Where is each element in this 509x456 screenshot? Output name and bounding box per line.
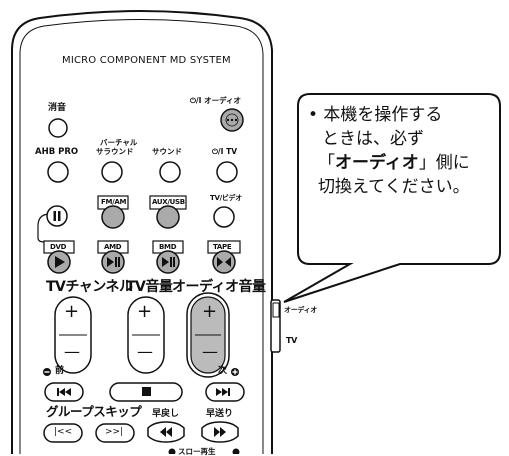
callout-line-3: 「オーディオ」側に — [318, 153, 470, 173]
tv-volume-label: TV音量 — [126, 279, 173, 295]
dvd-label: DVD — [50, 243, 67, 251]
ahb-pro-button — [47, 161, 69, 183]
callout-line-1: • 本機を操作する — [308, 105, 443, 125]
virtual-surround-button — [101, 161, 123, 183]
group-skip-back-button — [43, 423, 83, 443]
next-label: 次 — [218, 366, 228, 376]
group-skip-label: グループスキップ — [46, 404, 142, 419]
tape-label: TAPE — [213, 243, 232, 251]
tv-video-button — [213, 206, 235, 228]
ahb-pro-label: AHB PRO — [35, 147, 79, 157]
remote-body-inner — [19, 19, 264, 454]
aux-usb-label: AUX/USB — [152, 198, 185, 206]
tv-channel-label: TVチャンネル — [46, 279, 133, 295]
audio-volume-plus: + — [202, 301, 218, 322]
switch-tv-label: TV — [286, 336, 298, 345]
group-skip-forward-icon: >>| — [105, 427, 124, 437]
tv-video-label: TV/ビデオ — [210, 194, 242, 202]
amd-label: AMD — [104, 243, 122, 251]
aux-usb-button — [156, 205, 180, 229]
audio-volume-label: オーディオ音量 — [172, 279, 266, 295]
slow-plus-dot — [232, 448, 240, 454]
virtual-surround-label-2: サラウンド — [96, 147, 134, 156]
prev-label: 前 — [55, 366, 65, 376]
bmd-label: BMD — [159, 243, 177, 251]
tv-channel-minus: — — [64, 342, 80, 361]
fm-am-label: FM/AM — [101, 198, 127, 206]
remote-title: MICRO COMPONENT MD SYSTEM — [62, 55, 231, 66]
mute-button — [48, 118, 68, 138]
tv-volume-plus: + — [137, 301, 153, 322]
virtual-surround-label-1: バーチャル — [100, 138, 138, 147]
tv-volume-minus: — — [137, 342, 153, 361]
sound-button — [159, 161, 181, 183]
sound-label: サウンド — [152, 147, 182, 156]
callout-bubble — [283, 93, 501, 303]
power-tv-label: ⏻/I TV — [212, 147, 237, 156]
power-audio-label: ⏻/I オーディオ — [190, 96, 242, 105]
slow-minus-dot — [168, 448, 176, 454]
audio-volume-minus: — — [202, 342, 218, 361]
side-switch-knob — [272, 302, 280, 318]
group-skip-back-icon: |<< — [54, 427, 73, 437]
tv-channel-plus: + — [64, 301, 80, 322]
callout-audio-emphasis: オーディオ — [335, 153, 419, 173]
group-skip-forward-button — [95, 423, 135, 443]
pause-button — [46, 205, 68, 227]
callout-line-4: 切換えてください。 — [318, 177, 470, 197]
callout-line-2: ときは、必ず — [322, 129, 424, 149]
mute-label: 消音 — [48, 103, 67, 113]
switch-audio-label: オーディオ — [284, 306, 318, 314]
fm-am-button — [101, 205, 125, 229]
slow-play-label: スロー再生 — [178, 447, 216, 456]
rewind-label: 早戻し — [152, 409, 180, 419]
function-bracket — [37, 213, 51, 243]
power-tv-button — [216, 161, 238, 183]
tape-button — [212, 250, 236, 274]
fast-forward-label: 早送り — [206, 409, 234, 419]
